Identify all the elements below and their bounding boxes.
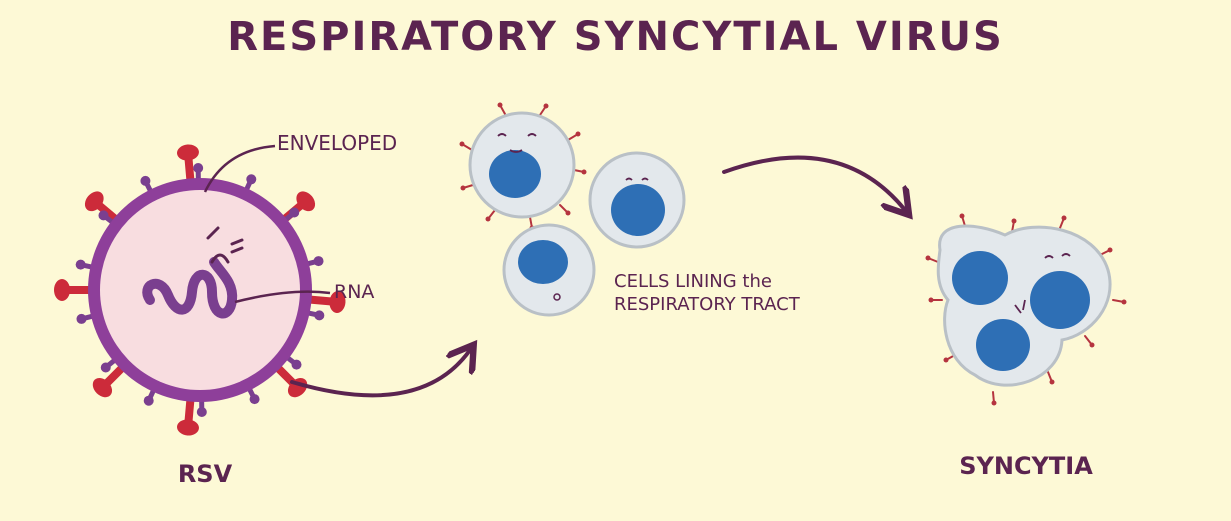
small-spike-tip: [943, 357, 949, 363]
purple-spike-tip: [140, 175, 151, 186]
rsv-virus: [54, 144, 346, 436]
spike-cap: [84, 191, 104, 212]
cell-nucleus: [489, 150, 541, 198]
infection-arrow: [290, 350, 470, 398]
cell-nucleus: [518, 240, 568, 284]
purple-spike-tip: [193, 163, 204, 174]
purple-spike-tip: [75, 259, 86, 270]
viral-interior: [100, 190, 300, 390]
respiratory-cells: [459, 102, 686, 317]
purple-spike-tip: [76, 313, 87, 324]
syncytium: [925, 213, 1127, 406]
small-spike-tip: [497, 102, 503, 108]
small-spike-tip: [1061, 215, 1067, 221]
spike-cap: [54, 279, 70, 301]
rna-leader-line: [234, 290, 331, 304]
purple-spike-tip: [291, 359, 302, 370]
label-rsv: RSV: [178, 460, 233, 488]
enveloped-leader-line: [203, 144, 276, 193]
spike-cap: [92, 377, 113, 398]
small-spike-tip: [991, 400, 997, 406]
purple-spike-tip: [196, 406, 207, 417]
spike-cap: [296, 191, 316, 212]
small-spike-tip: [485, 216, 491, 222]
purple-spike-tip: [100, 362, 111, 373]
purple-spike-tip: [314, 310, 325, 321]
label-enveloped: ENVELOPED: [277, 131, 397, 155]
label-rna: RNA: [334, 281, 374, 303]
page-title: RESPIRATORY SYNCYTIAL VIRUS: [227, 14, 1004, 60]
small-spike-tip: [925, 255, 931, 261]
small-spike-tip: [959, 213, 965, 219]
small-spike-tip: [1089, 342, 1095, 348]
syncytium-nucleus: [952, 251, 1008, 305]
fusion-arrow: [722, 155, 905, 210]
small-spike-tip: [460, 185, 466, 191]
small-spike-tip: [1121, 299, 1127, 305]
syncytium-spikes: [925, 213, 1127, 406]
small-spike-tip: [581, 169, 587, 175]
spike-cap: [176, 144, 199, 161]
small-spike-tip: [565, 210, 571, 216]
small-spike-tip: [575, 131, 581, 137]
spike-cap: [329, 291, 346, 314]
purple-spike-tip: [249, 394, 260, 405]
purple-spike-tip: [143, 395, 154, 406]
label-cells-line2: RESPIRATORY TRACT: [614, 294, 801, 315]
small-spike-tip: [928, 297, 934, 303]
small-spike-tip: [1011, 218, 1017, 224]
label-cells-line1: CELLS LINING the: [614, 271, 772, 292]
small-spike-tip: [1049, 379, 1055, 385]
syncytium-nucleus: [1030, 271, 1090, 329]
syncytium-nucleus: [976, 319, 1030, 371]
spike-cap: [176, 419, 199, 436]
small-spike-tip: [543, 103, 549, 109]
infected-cell-spikes: [459, 102, 587, 231]
small-spike-tip: [1107, 247, 1113, 253]
small-spike-tip: [459, 141, 465, 147]
rna-strand: [142, 257, 238, 319]
label-syncytia: SYNCYTIA: [959, 452, 1093, 480]
virus-face: [206, 226, 220, 240]
purple-spike-tip: [246, 174, 257, 185]
purple-spike-tip: [289, 207, 300, 218]
purple-spike-tip: [313, 256, 324, 267]
purple-spike-tip: [98, 210, 109, 221]
cell-nucleus: [611, 184, 665, 236]
